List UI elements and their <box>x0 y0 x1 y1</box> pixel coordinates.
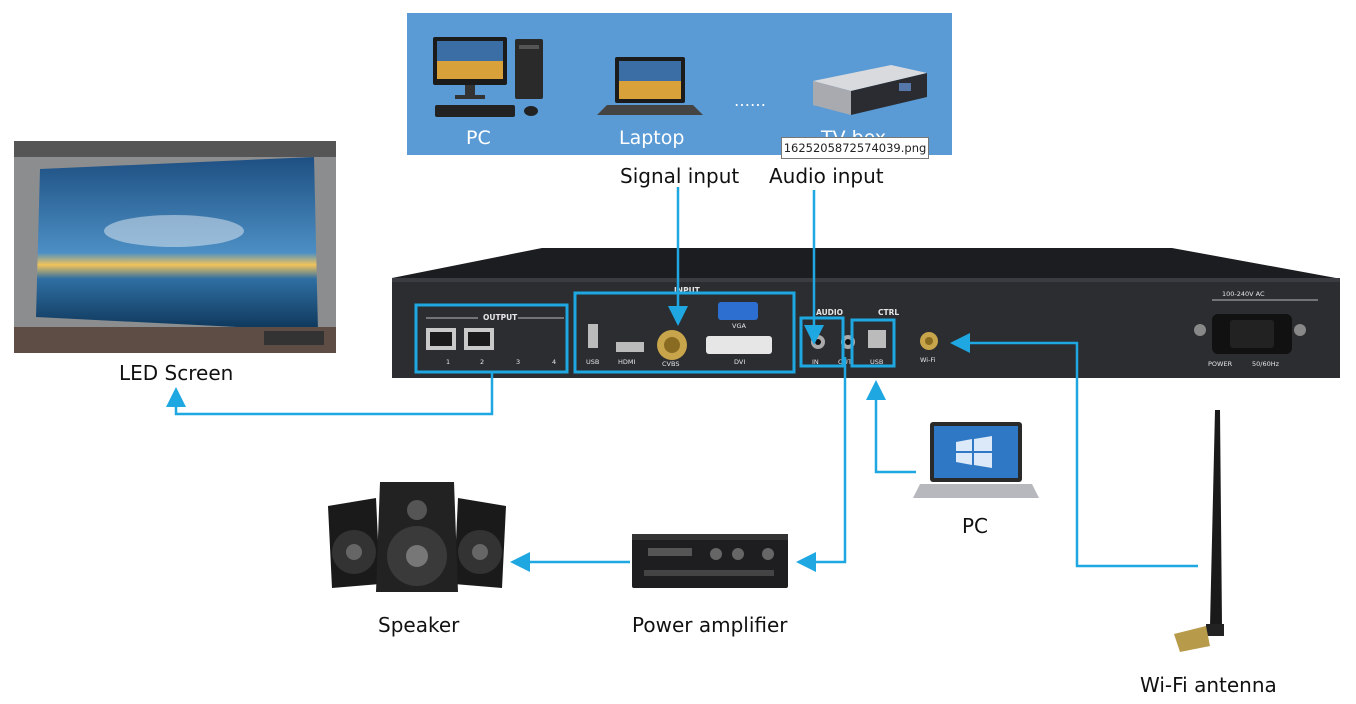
speaker-label: Speaker <box>378 613 460 637</box>
output-group: OUTPUT 1 2 3 4 <box>426 313 564 366</box>
cvbs-label: CVBS <box>662 360 679 368</box>
frequency-label: 50/60Hz <box>1252 360 1280 368</box>
wifi-group: Wi-Fi <box>920 332 938 364</box>
led-screen-label: LED Screen <box>119 361 234 385</box>
output-port-1-label: 1 <box>446 358 450 366</box>
output-to-led-arrow <box>166 372 494 416</box>
pc-source-label: PC <box>466 127 491 149</box>
output-group-label: OUTPUT <box>483 313 518 322</box>
output-port-3-label: 3 <box>516 358 520 366</box>
laptop-source-label: Laptop <box>619 127 685 149</box>
dvi-label: DVI <box>734 358 745 366</box>
wifi-antenna-icon <box>1174 410 1224 652</box>
signal-input-label: Signal input <box>620 164 740 188</box>
power-amplifier-icon <box>632 534 788 588</box>
power-label: POWER <box>1208 360 1233 368</box>
dvi-port[interactable] <box>706 336 772 354</box>
audio-group-label: AUDIO <box>816 308 843 317</box>
ctrl-usb-label: USB <box>870 358 883 366</box>
control-pc-label: PC <box>962 514 989 538</box>
ctrl-usb-port[interactable] <box>868 330 886 348</box>
wifi-port-label: Wi-Fi <box>920 356 936 364</box>
ctrl-usb-highlight-box <box>850 318 896 368</box>
signal-source-panel: PC Laptop …… TV box <box>407 13 952 155</box>
laptop-icon <box>597 57 703 115</box>
output-highlight-box <box>414 303 569 374</box>
power-rating-label: 100-240V AC <box>1222 290 1265 298</box>
power-amplifier-label: Power amplifier <box>632 613 788 637</box>
wifi-antenna-label: Wi-Fi antenna <box>1140 673 1277 697</box>
vga-port[interactable] <box>718 302 758 320</box>
output-port-2-label: 2 <box>480 358 484 366</box>
power-group: 100-240V AC POWER 50/60Hz <box>1194 290 1318 368</box>
control-pc-laptop-icon <box>913 422 1039 498</box>
antenna-to-wifi-arrow <box>950 333 1198 568</box>
input-group-label: INPUT <box>674 286 701 295</box>
audio-in-label: IN <box>812 358 819 366</box>
led-screen-image <box>14 141 336 353</box>
more-sources-ellipsis: …… <box>734 91 766 110</box>
output-port-4-label: 4 <box>552 358 556 366</box>
vga-label: VGA <box>732 322 746 330</box>
audio-input-label: Audio input <box>769 164 884 188</box>
input-highlight-box <box>573 291 796 374</box>
desktop-pc-icon <box>433 37 543 117</box>
audio-out-to-amplifier-arrow <box>796 357 847 572</box>
speaker-icon <box>328 482 506 592</box>
pc-to-ctrl-arrow <box>866 380 916 474</box>
controller-rear-panel: OUTPUT 1 2 3 4 INPUT USB HDMI CVBS VGA D… <box>392 248 1340 378</box>
hdmi-port[interactable] <box>616 342 644 352</box>
input-group: INPUT USB HDMI CVBS VGA DVI <box>586 286 772 368</box>
audio-in-highlight-box <box>799 316 845 368</box>
tv-box-icon <box>813 65 927 115</box>
hdmi-label: HDMI <box>618 358 636 366</box>
usb-input-port[interactable] <box>588 324 598 348</box>
usb-input-label: USB <box>586 358 599 366</box>
image-filename-tooltip: 1625205872574039.png <box>781 137 929 159</box>
ctrl-group-label: CTRL <box>878 308 899 317</box>
ctrl-group: CTRL USB <box>868 308 899 366</box>
